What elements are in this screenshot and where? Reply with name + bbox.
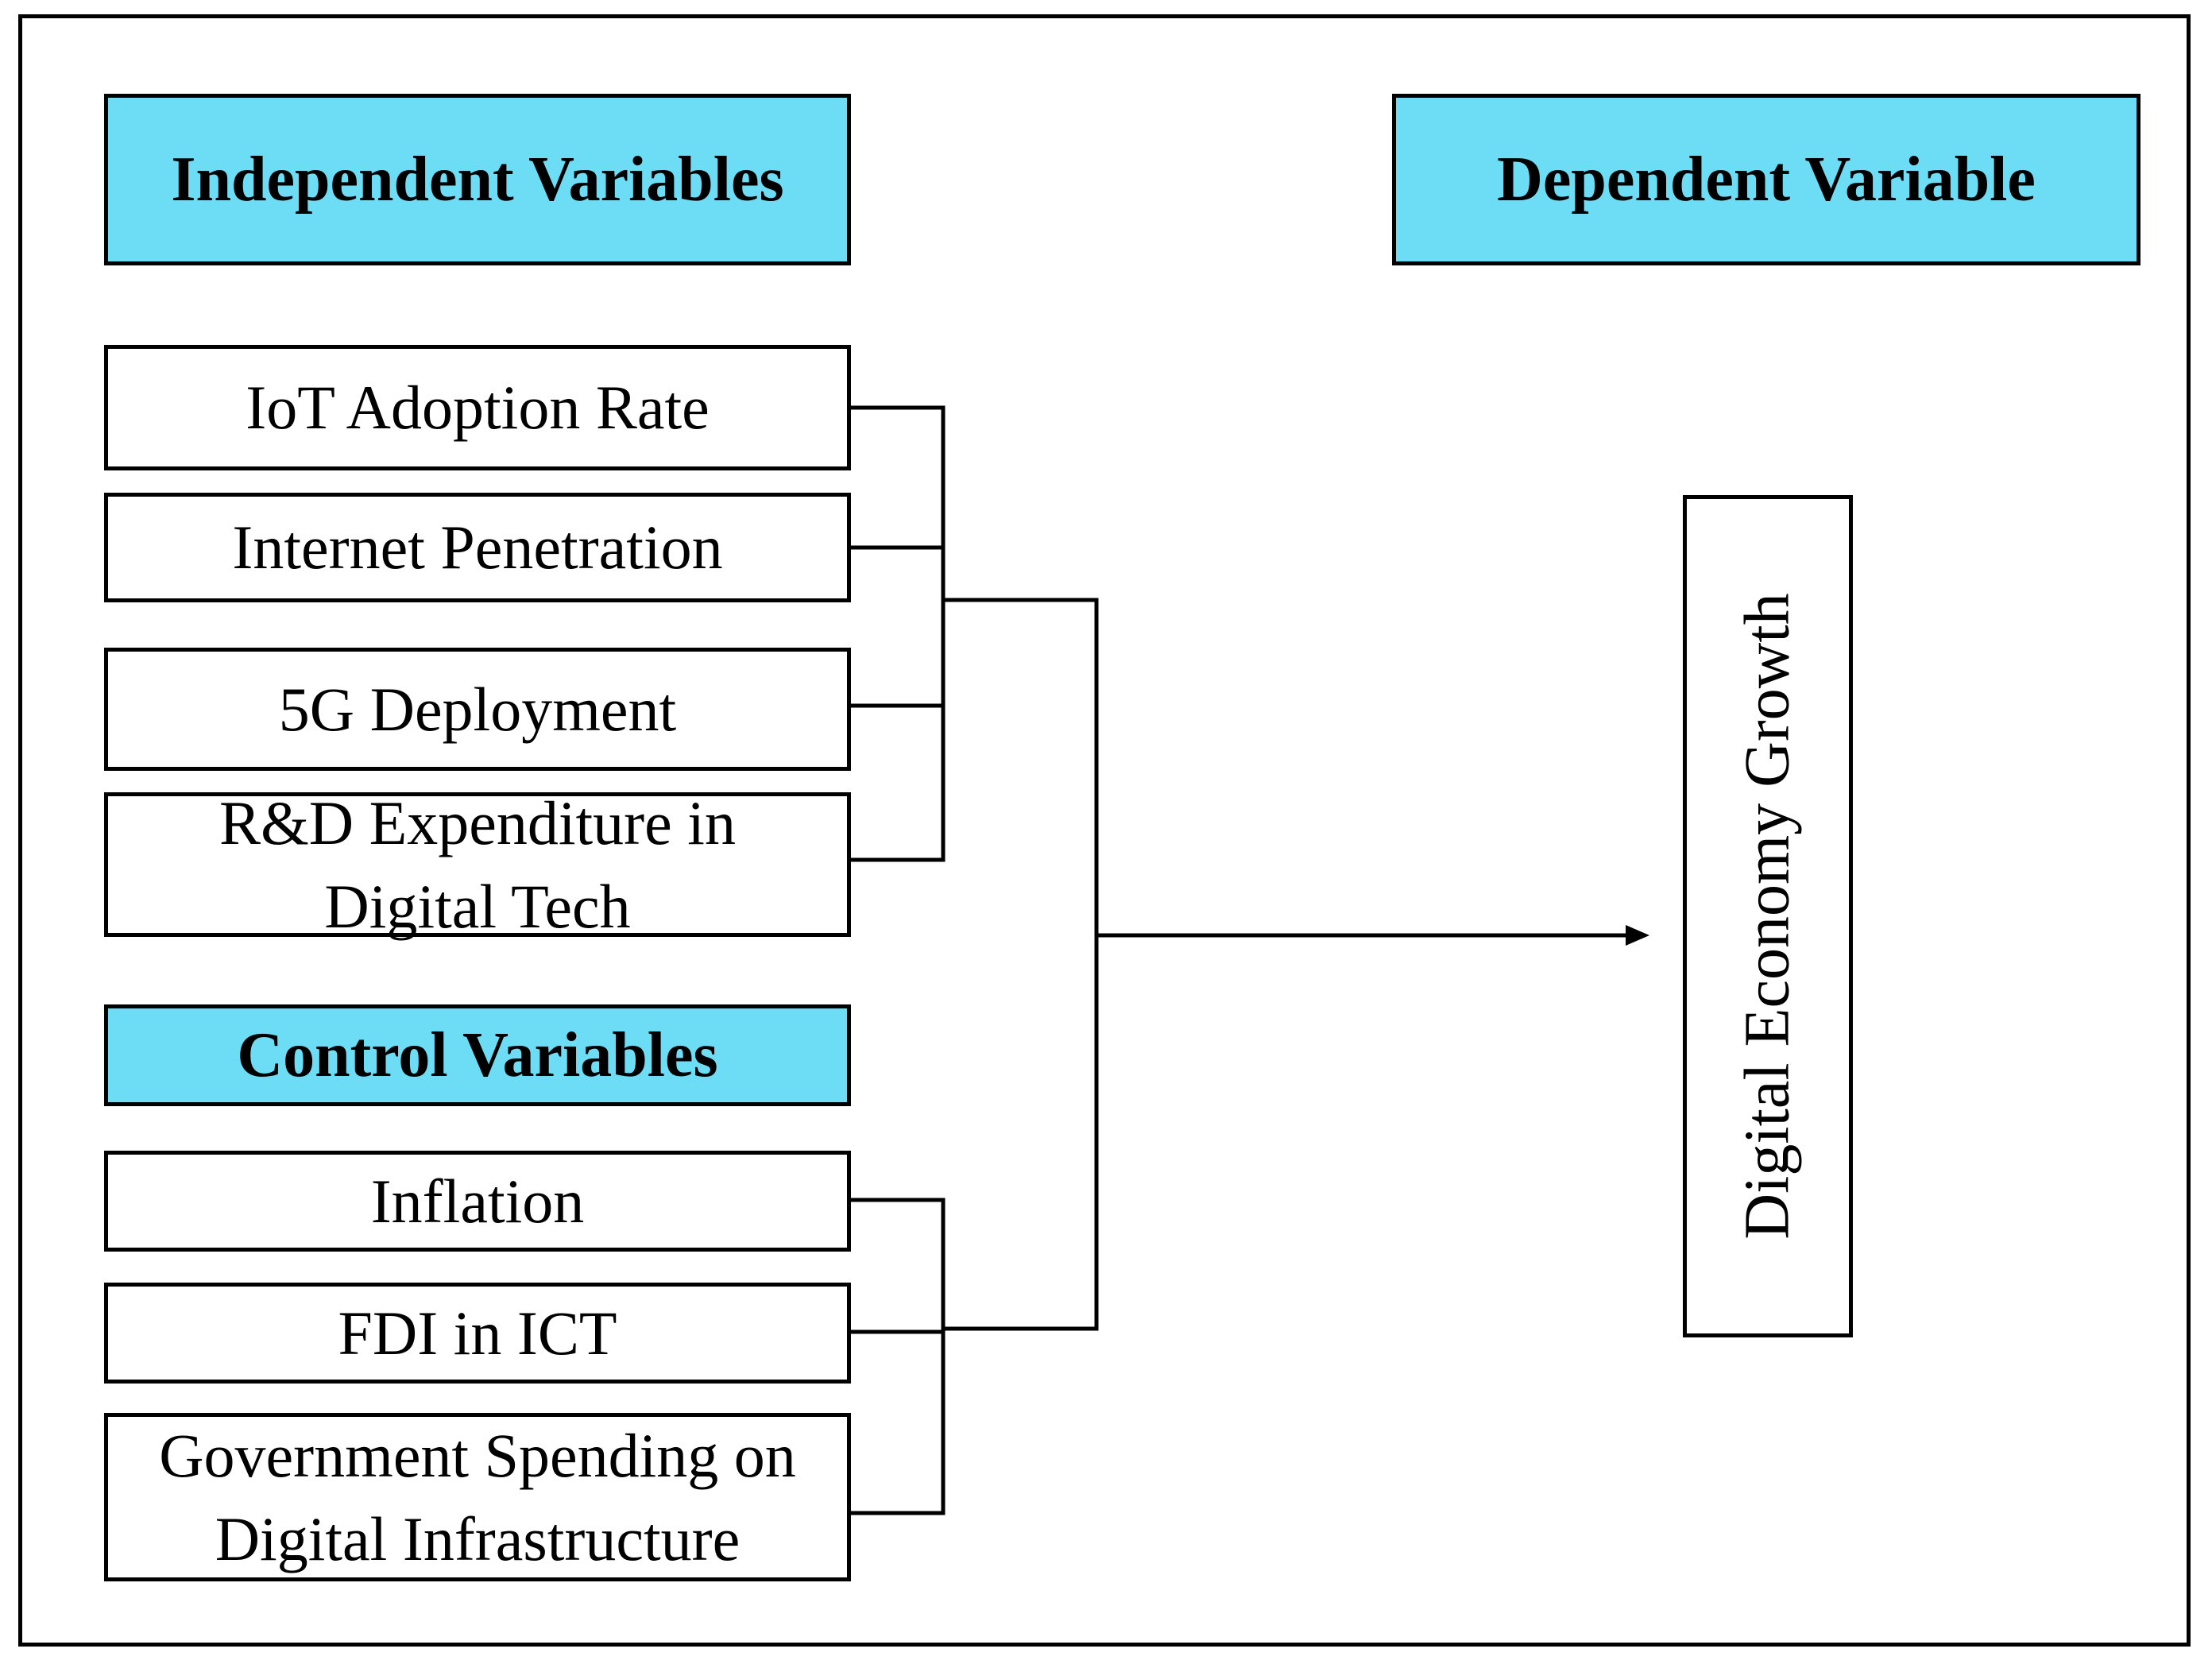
control-variable-government-spending: Government Spending on Digital Infrastru…	[104, 1413, 851, 1581]
independent-variable-iot-adoption-rate: IoT Adoption Rate	[104, 345, 851, 470]
independent-variable-5g-deployment: 5G Deployment	[104, 648, 851, 771]
independent-variables-header: Independent Variables	[104, 94, 851, 265]
dependent-variable-header: Dependent Variable	[1392, 94, 2140, 265]
arrow-head-icon	[1626, 925, 1649, 946]
independent-variable-rd-expenditure: R&D Expenditure in Digital Tech	[104, 788, 851, 941]
control-variables-header: Control Variables	[104, 1004, 851, 1106]
control-variable-fdi-in-ict: FDI in ICT	[104, 1283, 851, 1384]
independent-variable-internet-penetration: Internet Penetration	[104, 493, 851, 602]
control-variable-inflation: Inflation	[104, 1151, 851, 1252]
diagram-frame	[18, 14, 2191, 1647]
dependent-variable-digital-economy-growth: Digital Economy Growth	[1683, 495, 1853, 1337]
